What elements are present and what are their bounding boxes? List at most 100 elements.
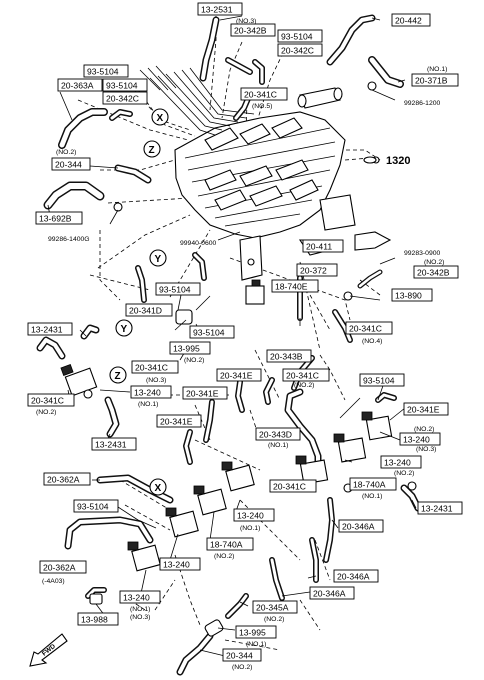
svg-text:20-341C: 20-341C [135,363,168,373]
svg-text:13-995: 13-995 [239,628,266,638]
svg-text:13-2431: 13-2431 [95,440,127,450]
part-label-20-344-bottom: 20-344 [222,648,262,662]
part-label-93-5104: 93-5104 [277,29,323,43]
svg-text:(NO.1): (NO.1) [130,606,150,613]
svg-text:93-5104: 93-5104 [281,32,313,42]
svg-text:13-890: 13-890 [395,291,422,301]
part-label-20-342C: 20-342C [277,43,323,57]
svg-text:13-995: 13-995 [173,344,200,354]
svg-text:(NO.1): (NO.1) [268,442,288,449]
part-label-20-371B: 20-371B [411,73,459,87]
reference-mark-x-top: X [151,108,169,126]
svg-text:20-341C: 20-341C [31,396,64,406]
svg-text:(NO.3): (NO.3) [416,446,436,453]
part-label-13-2431-b: 13-2431 [91,437,137,451]
svg-text:99286-1400G: 99286-1400G [48,236,90,243]
reference-mark-z-left: Z [109,366,127,384]
intake-manifold-assembly [149,67,392,281]
svg-text:(NO.4): (NO.4) [362,338,382,345]
svg-text:93-5104: 93-5104 [193,328,225,338]
solenoid-valve-center-3 [165,507,199,538]
svg-text:13-240: 13-240 [163,560,190,570]
solenoid-valve-right-1 [361,411,393,441]
reference-mark-y-mid: Y [149,249,167,267]
svg-text:(NO.3): (NO.3) [236,18,256,25]
part-label-20-342C-b: 20-342C [102,91,148,105]
part-label-13-995-lower: 13-995 [235,625,277,639]
part-label-13-988: 13-988 [77,612,119,626]
svg-text:20-363A: 20-363A [61,81,94,91]
svg-text:20-344: 20-344 [55,160,82,170]
svg-text:20-341C: 20-341C [273,482,306,492]
svg-text:20-344: 20-344 [226,651,253,661]
svg-text:(NO.2): (NO.2) [232,664,252,671]
svg-text:20-341C: 20-341C [244,90,277,100]
svg-text:20-341C: 20-341C [286,371,319,381]
svg-text:1320: 1320 [386,155,410,167]
solenoid-valve-left [60,364,98,399]
part-label-13-890: 13-890 [391,288,433,302]
svg-text:(NO.3): (NO.3) [130,614,150,621]
part-labels: 13-2531 20-342B 93-5104 20-342C 20-442 2… [27,2,463,662]
bolts-93-5104 [137,65,361,529]
svg-text:13-240: 13-240 [123,593,150,603]
svg-text:(NO.2): (NO.2) [414,426,434,433]
part-label-13-240-bottom: 13-240 [119,590,161,604]
part-label-93-5104-b: 93-5104 [83,64,129,78]
svg-text:(NO.1): (NO.1) [138,401,158,408]
svg-text:93-5104: 93-5104 [77,502,109,512]
svg-text:93-5104: 93-5104 [159,285,191,295]
svg-text:20-342C: 20-342C [281,46,314,56]
part-label-20-342B: 20-342B [230,23,276,37]
svg-text:18-740E: 18-740E [275,282,308,292]
part-label-20-362A-upper: 20-362A [43,472,91,486]
part-label-20-343D: 20-343D [255,427,301,441]
part-label-20-341D: 20-341D [125,303,173,317]
svg-text:20-341E: 20-341E [407,405,440,415]
reference-mark-z-top: Z [143,140,161,158]
part-label-13-692B: 13-692B [35,211,83,225]
svg-text:20-345A: 20-345A [256,603,289,613]
svg-text:93-5104: 93-5104 [87,67,119,77]
svg-text:(NO.2): (NO.2) [36,409,56,416]
svg-text:(NO.2): (NO.2) [294,382,314,389]
forward-direction-arrow: FWD [29,633,68,667]
svg-text:20-342B: 20-342B [234,26,267,36]
svg-text:20-346A: 20-346A [337,572,370,582]
svg-text:99286-1200: 99286-1200 [404,100,441,107]
part-label-93-5104-c: 93-5104 [102,78,148,92]
svg-text:13-240: 13-240 [237,511,264,521]
clip-13-988 [89,593,103,605]
part-label-18-740E: 18-740E [271,279,319,293]
solenoid-valves [60,65,417,637]
svg-text:13-240: 13-240 [403,435,430,445]
filter-13-995-lower [204,619,224,637]
svg-text:20-442: 20-442 [395,16,422,26]
part-label-93-5104-e: 93-5104 [189,325,235,339]
part-label-20-345A: 20-345A [252,600,298,614]
part-label-13-995-upper: 13-995 [169,341,211,355]
part-label-20-411: 20-411 [302,239,344,253]
svg-text:13-240: 13-240 [134,388,161,398]
svg-text:(NO.3): (NO.3) [146,377,166,384]
reference-marks: X Z Y Y Z X [109,108,169,496]
part-label-20-341C-left: 20-341C [27,393,75,407]
part-label-13-2531: 13-2531 [197,2,243,16]
part-label-18-740A-right: 18-740A [349,477,397,491]
svg-text:20-341E: 20-341E [186,389,219,399]
part-label-20-442: 20-442 [391,13,431,27]
svg-text:(NO.1): (NO.1) [246,641,266,648]
part-label-20-343B: 20-343B [266,349,312,363]
section-number-1320: 1320 [363,155,410,167]
part-label-13-2431-right: 13-2431 [417,501,463,515]
part-label-20-362A-lower: 20-362A [39,560,87,574]
svg-text:(-4A03): (-4A03) [42,578,65,585]
part-label-20-346A-b: 20-346A [333,569,379,583]
part-label-20-341E-right: 20-341E [403,402,449,416]
svg-text:(NO.2): (NO.2) [394,470,414,477]
solenoid-valve-center-1 [221,461,255,492]
svg-text:(NO.1): (NO.1) [240,525,260,532]
svg-text:X: X [157,113,164,124]
svg-text:18-740A: 18-740A [353,480,386,490]
